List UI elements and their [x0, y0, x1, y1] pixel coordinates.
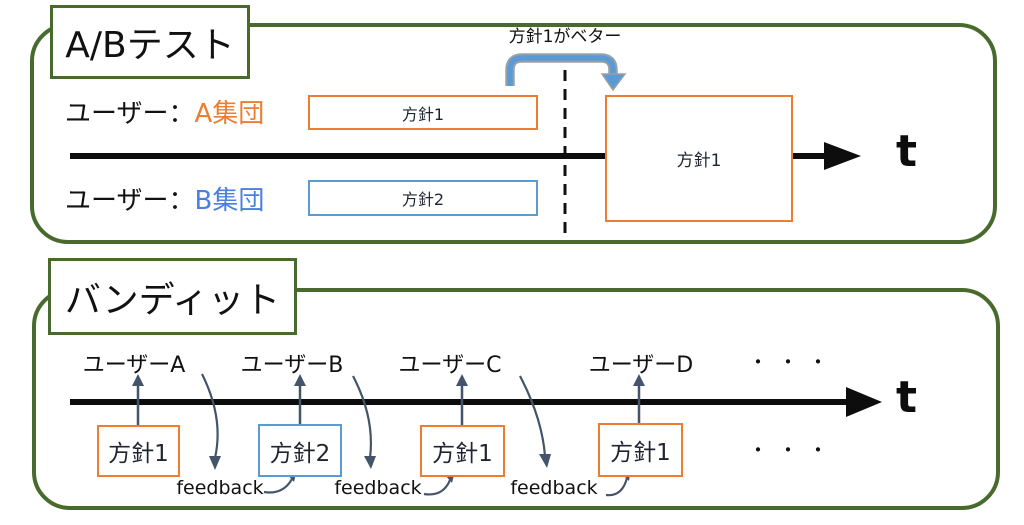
- feedback-label-2: feedback: [334, 477, 422, 499]
- group-b-name: B集団: [194, 186, 265, 216]
- bandit-policy-box-4: 方針1: [598, 423, 683, 477]
- bandit-policy-box-1: 方針1: [97, 425, 180, 477]
- user-group-a-label: ユーザー：A集団: [65, 93, 264, 130]
- bandit-title: バンディット: [64, 279, 281, 321]
- group-a-name: A集団: [194, 99, 265, 129]
- policy2-label: 方針2: [401, 190, 445, 209]
- bandit-panel: [32, 288, 1000, 510]
- feedback-label-1: feedback: [176, 477, 264, 499]
- user-group-b-label: ユーザー：B集団: [65, 180, 264, 217]
- ab-test-title: A/Bテスト: [65, 25, 235, 66]
- user-a-prefix: ユーザー：: [65, 99, 195, 129]
- policy1-box-group-a: 方針1: [308, 95, 538, 130]
- feedback-down-arrows: [201, 373, 551, 470]
- ab-test-title-box: A/Bテスト: [50, 5, 250, 79]
- ab-test-panel: [30, 23, 997, 244]
- better-arrow-icon: [507, 55, 616, 86]
- bandit-timeline-arrowhead-icon: [846, 387, 882, 417]
- bandit-title-box: バンディット: [48, 258, 297, 335]
- bandit-policy-1-label: 方針1: [108, 441, 169, 467]
- better-arrow-outline: [505, 53, 618, 86]
- user-b-prefix: ユーザー：: [65, 186, 195, 216]
- ab-timeline-arrowhead-icon: [824, 142, 861, 170]
- bandit-policy-4-label: 方針1: [610, 440, 671, 466]
- winner-policy-label: 方針1: [676, 151, 722, 171]
- users-ellipsis: ・・・: [748, 350, 838, 374]
- winner-note: 方針1がベター: [508, 27, 622, 47]
- policy2-box-group-b: 方針2: [308, 180, 538, 216]
- ab-time-axis-label: t: [896, 126, 918, 177]
- user-a-label: ユーザーA: [82, 353, 186, 378]
- bandit-time-axis-label: t: [896, 372, 918, 423]
- bandit-policy-box-2: 方針2: [258, 424, 342, 477]
- feedback-label-3: feedback: [510, 477, 598, 499]
- policy1-label: 方針1: [401, 104, 445, 124]
- policy-up-arrows: [132, 374, 645, 430]
- user-c-label: ユーザーC: [398, 353, 502, 378]
- bandit-policy-3-label: 方針1: [432, 441, 493, 467]
- bandit-policy-2-label: 方針2: [269, 440, 331, 467]
- policies-ellipsis: ・・・: [748, 438, 838, 462]
- bandit-policy-box-3: 方針1: [420, 425, 505, 477]
- user-b-label: ユーザーB: [240, 353, 344, 378]
- user-d-label: ユーザーD: [588, 353, 694, 378]
- winner-policy-box: 方針1: [605, 95, 793, 222]
- better-arrowhead-icon: [600, 73, 627, 92]
